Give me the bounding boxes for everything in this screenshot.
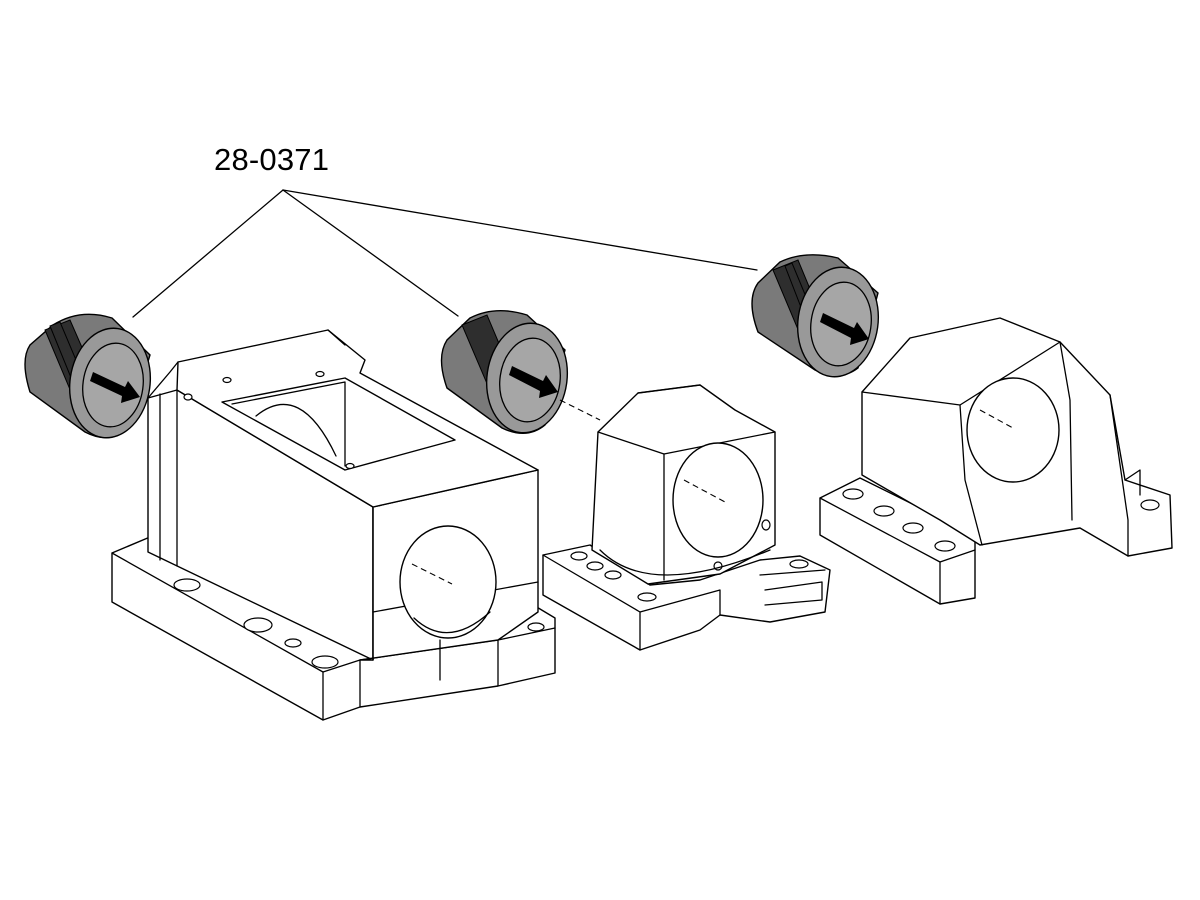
housing-right-base — [819, 477, 976, 605]
bushing-1 — [24, 313, 152, 439]
leader-line-bushing-1 — [132, 189, 284, 318]
leader-lines — [132, 189, 758, 318]
base-hole — [243, 617, 273, 633]
insertion-arrow-icon — [509, 366, 558, 398]
base-hole — [311, 655, 339, 669]
insertion-arrow-icon — [90, 372, 140, 403]
bushing-3 — [751, 254, 880, 378]
housing-large — [111, 329, 556, 721]
part-number-label: 28-0371 — [214, 142, 330, 177]
housing-middle — [542, 384, 831, 651]
housing-right — [819, 317, 1173, 605]
leader-line-bushing-2 — [282, 189, 459, 317]
base-hole — [284, 638, 302, 648]
housing-large-top-window — [221, 377, 456, 471]
housing-middle-bore — [672, 442, 764, 558]
insertion-arrow-icon — [820, 313, 869, 345]
base-hole — [173, 578, 201, 592]
housing-right-bore — [966, 377, 1060, 483]
base-hole — [527, 622, 545, 632]
leader-line-bushing-3 — [282, 189, 758, 271]
bushing-2 — [440, 310, 601, 434]
